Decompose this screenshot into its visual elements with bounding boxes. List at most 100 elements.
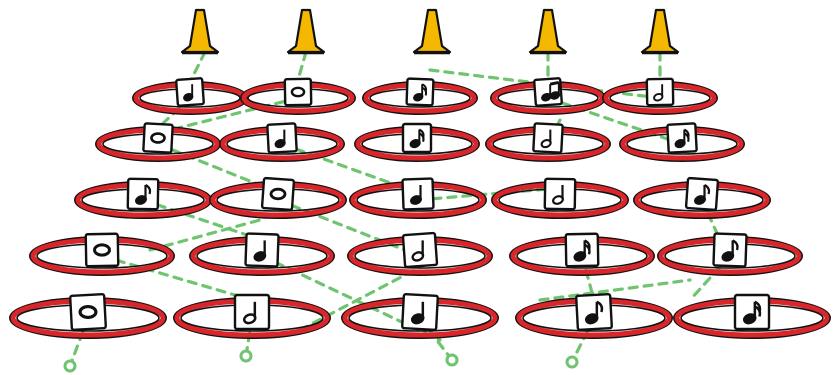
sixteenth-note-icon xyxy=(674,128,690,149)
ring-r4-c3[interactable] xyxy=(347,231,493,276)
note-card-sixteenth[interactable] xyxy=(401,122,433,154)
ring-r3-c4[interactable] xyxy=(491,177,629,219)
dashed-path-segment xyxy=(280,142,412,192)
ring-r2-c2[interactable] xyxy=(219,122,345,162)
note-card-half[interactable] xyxy=(543,177,577,211)
ring-r3-c1[interactable] xyxy=(74,177,212,219)
cones-row xyxy=(180,8,680,55)
ring-r2-c3[interactable] xyxy=(354,122,480,162)
whole-note-icon xyxy=(150,132,166,144)
ring-r3-c3[interactable] xyxy=(349,177,487,219)
sixteenth-note-icon xyxy=(742,300,762,325)
eighth-note-icon xyxy=(721,239,739,262)
ring-r5-c1[interactable] xyxy=(9,293,167,339)
dashed-path-segment xyxy=(148,218,262,252)
start-marker-icon xyxy=(63,359,77,373)
half-note-icon xyxy=(242,301,257,325)
quarter-note-icon xyxy=(183,84,194,102)
dashed-path-segment xyxy=(141,198,264,242)
note-card-half[interactable] xyxy=(645,77,675,107)
dashed-path-segment xyxy=(296,50,308,82)
note-card-eighth[interactable] xyxy=(126,177,160,211)
ring-r4-c1[interactable] xyxy=(29,232,175,276)
ring-r5-c5[interactable] xyxy=(673,293,831,339)
start-markers xyxy=(63,349,579,373)
dashed-paths xyxy=(68,50,732,368)
whole-note-icon xyxy=(290,86,306,98)
half-note-icon xyxy=(540,129,552,149)
ring-r3-c5[interactable] xyxy=(633,176,771,219)
ring-r1-c3[interactable] xyxy=(362,77,478,115)
ring-r3-c2[interactable] xyxy=(209,176,347,219)
ring-r1-c2[interactable] xyxy=(240,77,356,115)
ring-r1-c1[interactable] xyxy=(132,77,248,115)
note-card-whole[interactable] xyxy=(283,77,313,107)
sixteenth-note-icon xyxy=(573,239,591,262)
note-card-quarter[interactable] xyxy=(175,77,205,107)
ring-r5-c3[interactable] xyxy=(341,293,499,339)
note-card-half[interactable] xyxy=(532,122,564,154)
note-card-half[interactable] xyxy=(401,231,439,269)
ring-r4-c4[interactable] xyxy=(509,232,655,276)
ring-r1-c5[interactable] xyxy=(602,77,718,115)
start-marker-icon xyxy=(239,349,253,363)
note-card-beamed-eighth[interactable] xyxy=(533,77,563,107)
note-card-half[interactable] xyxy=(233,293,271,331)
sixteenth-note-icon xyxy=(413,83,428,102)
sixteenth-note-icon xyxy=(409,128,425,149)
traffic-cone-icon xyxy=(528,8,568,55)
dashed-path-segment xyxy=(156,142,274,192)
dashed-path-segment xyxy=(538,278,692,302)
ring-r1-c4[interactable] xyxy=(490,77,606,115)
start-marker-icon xyxy=(565,355,579,369)
half-note-icon xyxy=(411,240,425,262)
note-card-eighth[interactable] xyxy=(712,232,748,268)
beamed-eighth-note-icon xyxy=(541,81,561,102)
eighth-note-icon xyxy=(135,184,152,205)
note-card-sixteenth[interactable] xyxy=(733,293,771,331)
ring-r2-c4[interactable] xyxy=(485,122,611,162)
note-card-whole[interactable] xyxy=(142,122,174,154)
quarter-note-icon xyxy=(410,185,422,205)
eighth-note-icon xyxy=(584,300,604,325)
whole-note-icon xyxy=(93,243,111,257)
whole-note-icon xyxy=(269,187,287,201)
note-card-sixteenth[interactable] xyxy=(666,122,698,154)
ring-r5-c2[interactable] xyxy=(173,293,331,339)
dashed-path-segment xyxy=(688,254,732,302)
note-card-whole[interactable] xyxy=(84,232,120,268)
quarter-note-icon xyxy=(274,129,286,149)
dashed-path-segment xyxy=(276,198,422,258)
traffic-cone-icon xyxy=(412,8,452,55)
dashed-path-segment xyxy=(176,96,300,130)
note-card-eighth[interactable] xyxy=(575,293,613,331)
note-card-whole[interactable] xyxy=(69,293,107,331)
note-card-eighth[interactable] xyxy=(684,176,720,212)
note-card-quarter[interactable] xyxy=(266,122,298,154)
note-card-quarter[interactable] xyxy=(244,232,280,268)
traffic-cone-icon xyxy=(286,8,326,55)
ring-r2-c5[interactable] xyxy=(619,122,745,162)
note-card-sixteenth[interactable] xyxy=(405,77,435,107)
note-card-quarter[interactable] xyxy=(401,293,439,331)
dashed-path-segment xyxy=(100,254,254,302)
note-card-sixteenth[interactable] xyxy=(564,232,600,268)
ring-r4-c5[interactable] xyxy=(657,232,803,276)
half-note-icon xyxy=(653,84,664,102)
quarter-note-icon xyxy=(253,240,267,262)
note-card-quarter[interactable] xyxy=(401,177,435,211)
half-note-icon xyxy=(552,185,564,205)
dashed-path-segment xyxy=(188,50,207,84)
ring-r5-c4[interactable] xyxy=(515,293,673,339)
eighth-note-icon xyxy=(694,184,711,205)
note-card-whole[interactable] xyxy=(260,176,296,212)
ring-r4-c2[interactable] xyxy=(189,232,335,276)
whole-note-icon xyxy=(78,304,98,320)
traffic-cone-icon xyxy=(640,8,680,55)
traffic-cone-icon xyxy=(180,8,220,55)
start-marker-icon xyxy=(445,353,459,367)
quarter-note-icon xyxy=(410,301,425,325)
dashed-path-segment xyxy=(428,68,662,100)
ring-r2-c1[interactable] xyxy=(95,122,221,162)
